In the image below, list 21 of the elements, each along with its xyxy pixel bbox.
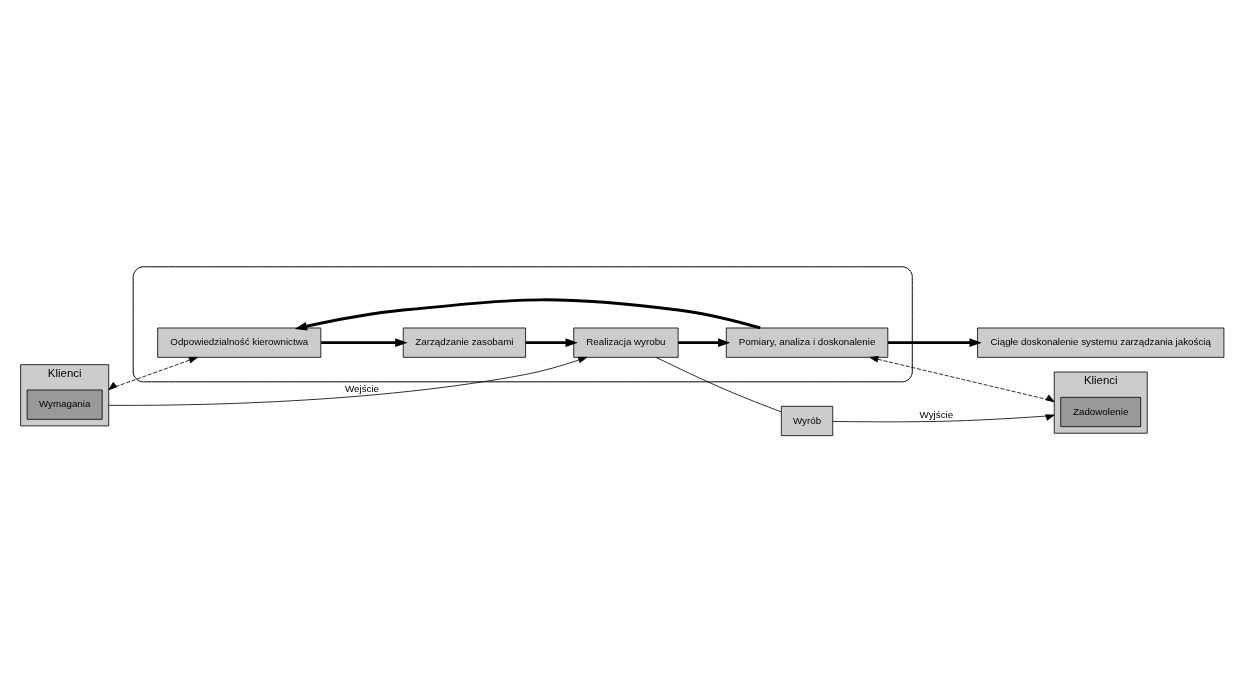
arrow — [108, 356, 588, 406]
arrow — [869, 355, 1055, 402]
edge-label: Wejście — [345, 382, 380, 394]
arrow — [525, 337, 578, 347]
connector — [655, 356, 782, 412]
node-box: Realizacja wyrobu — [573, 327, 679, 358]
arrow — [321, 337, 408, 347]
node-box: Zadowolenie — [1060, 396, 1142, 427]
node-box: Odpowiedzialność kierownictwa — [157, 327, 322, 358]
node-box: Wyrób — [780, 405, 834, 436]
node-box: Pomiary, analiza i doskonalenie — [725, 327, 889, 358]
node-box: Zarządzanie zasobami — [402, 327, 526, 358]
arrow — [678, 337, 731, 347]
cluster — [132, 265, 913, 382]
node-box: Ciągłe doskonalenie systemu zarządzania jakością — [977, 327, 1225, 358]
node-box: Wymagania — [26, 389, 103, 420]
arrow — [888, 337, 982, 347]
arrow — [108, 356, 198, 390]
arrow — [294, 297, 761, 330]
edge-label: Wyjście — [919, 408, 954, 420]
arrow — [832, 413, 1055, 422]
